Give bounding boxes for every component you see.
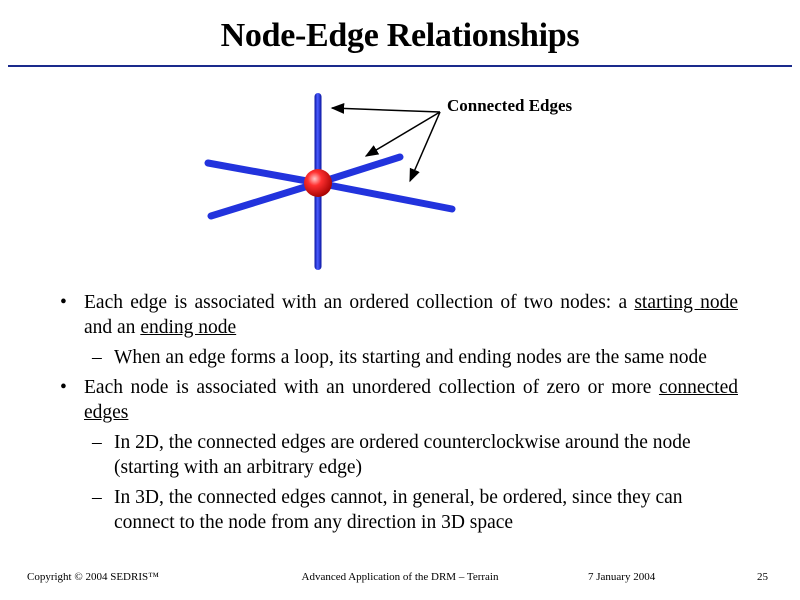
footer-copyright: Copyright © 2004 SEDRIS™ [27,571,159,583]
footer-date: 7 January 2004 [588,571,656,583]
title-divider [8,65,792,67]
edge-left [204,159,322,187]
sub-bullet-item: –In 3D, the connected edges cannot, in g… [60,485,738,535]
underlined-term: connected edges [84,377,738,423]
edge-lower-right [314,179,456,213]
annotation-arrows [330,103,441,183]
edge-upper-right [314,153,404,187]
dash-marker: – [92,347,102,368]
edge-group [204,93,456,270]
bullet-text: Each edge is associated with an ordered … [84,292,635,313]
node-sphere [304,169,332,197]
sub-bullet-text: When an edge forms a loop, its starting … [114,347,707,368]
bullet-item: Each node is associated with an unordere… [60,375,738,425]
slide-title: Node-Edge Relationships [220,17,580,54]
edge-lower-left [207,179,322,220]
footer-page-number: 25 [757,571,768,583]
bullet-list: Each edge is associated with an ordered … [60,290,738,540]
sub-bullet-item: –When an edge forms a loop, its starting… [60,345,738,370]
dash-marker: – [92,432,102,453]
footer-subtitle: Advanced Application of the DRM – Terrai… [301,571,499,583]
annotation-label: Connected Edges [447,96,573,115]
sub-bullet-text: In 3D, the connected edges cannot, in ge… [114,487,683,533]
bullet-text: and an [84,317,141,338]
sub-bullet-item: –In 2D, the connected edges are ordered … [60,430,738,480]
underlined-term: ending node [140,317,237,338]
sub-bullet-text: In 2D, the connected edges are ordered c… [114,432,691,478]
dash-marker: – [92,487,102,508]
node-edge-diagram: Connected Edges [204,93,573,270]
bullet-text: Each node is associated with an unordere… [84,377,659,398]
bullet-item: Each edge is associated with an ordered … [60,290,738,340]
underlined-term: starting node [634,292,738,313]
